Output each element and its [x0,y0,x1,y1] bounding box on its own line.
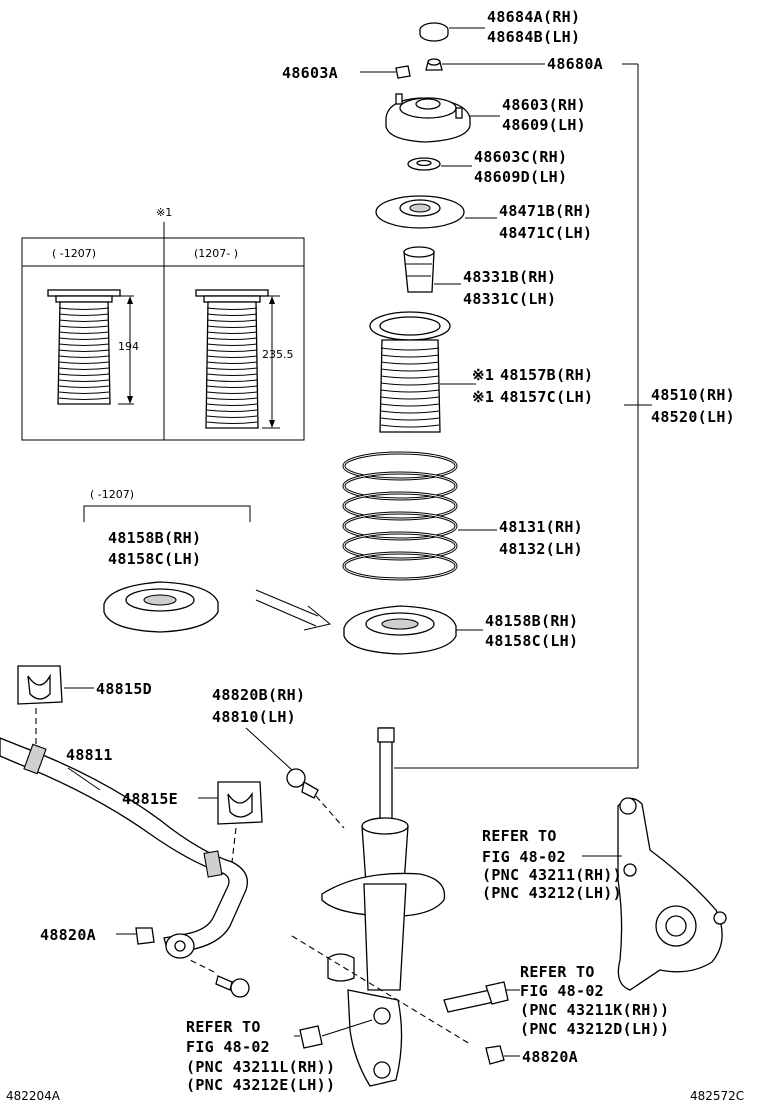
label-48684a: 48684A(RH) [487,8,580,26]
label-48603c: 48603C(RH) [474,148,567,166]
washer-48603c [407,157,441,171]
refer-knuckle-line4: (PNC 43212(LH)) [482,884,622,902]
dust-boot-48157 [369,311,451,433]
refer-bolt-lower-line1: REFER TO [186,1018,261,1036]
label-48158b-left: 48158B(RH) [108,529,201,547]
refer-bolt-upper-line2: FIG 48-02 [520,982,604,1000]
bolt-lower [299,1025,323,1049]
nut-48820a-right [485,1045,505,1065]
bolt-upper [443,981,509,1013]
insulator-48471 [375,195,465,229]
refer-bolt-upper-line1: REFER TO [520,963,595,981]
nut-48820a-left [135,927,155,945]
strut-mount-48603 [385,93,471,143]
refer-bolt-lower-line2: FIG 48-02 [186,1038,270,1056]
label-48471c: 48471C(LH) [499,224,592,242]
inset-frame [21,237,305,441]
label-48157-mark-1: ※1 [472,366,494,384]
inset-col-left: ( -1207) [52,247,96,260]
label-48810: 48810(LH) [212,708,296,726]
inset-col-right: (1207- ) [194,247,238,260]
refer-knuckle-line3: (PNC 43211(RH)) [482,866,622,884]
cap-48684 [419,22,449,42]
label-48158-range: ( -1207) [90,488,134,501]
label-48820a-left: 48820A [40,926,96,944]
nut-48680a [425,58,443,71]
inset-boot-old [47,289,121,405]
label-48820a-right: 48820A [522,1048,578,1066]
label-48815d: 48815D [96,680,152,698]
label-48609: 48609(LH) [502,116,586,134]
label-48520: 48520(LH) [651,408,735,426]
label-48331c: 48331C(LH) [463,290,556,308]
label-48510: 48510(RH) [651,386,735,404]
label-48331b: 48331B(RH) [463,268,556,286]
label-48157c: 48157C(LH) [500,388,593,406]
label-48131: 48131(RH) [499,518,583,536]
footer-code-right: 482572C [690,1089,744,1103]
label-48158c-right: 48158C(LH) [485,632,578,650]
bump-stopper-48331 [403,246,435,293]
bushing-48815e [217,781,263,825]
refer-knuckle-line1: REFER TO [482,827,557,845]
footer-code-left: 482204A [6,1089,61,1103]
bushing-48815d [17,665,63,705]
stabilizer-bar-48811 [0,737,249,959]
label-48815e: 48815E [122,790,178,808]
shock-absorber-48510 [321,727,446,1087]
coil-spring-48131 [342,451,458,581]
inset-dim-right: 235.5 [262,348,294,361]
label-48603a: 48603A [282,64,338,82]
nut-48603a [395,65,411,79]
label-48811: 48811 [66,746,113,764]
label-48158c-left: 48158C(LH) [108,550,201,568]
refer-bolt-lower-line3: (PNC 43211L(RH)) [186,1058,335,1076]
label-48471b: 48471B(RH) [499,202,592,220]
refer-knuckle-line2: FIG 48-02 [482,848,566,866]
label-48157-mark-2: ※1 [472,388,494,406]
lower-insulator-48158-right [343,605,457,655]
inset-boot-new [195,289,269,429]
label-48603: 48603(RH) [502,96,586,114]
inset-dim-left: 194 [118,340,139,353]
label-48680a: 48680A [547,55,603,73]
label-48684b: 48684B(LH) [487,28,580,46]
label-48157b: 48157B(RH) [500,366,593,384]
inset-mark: ※1 [156,206,172,219]
lower-insulator-48158-left [103,581,219,633]
refer-bolt-upper-line4: (PNC 43212D(LH)) [520,1020,669,1038]
label-48132: 48132(LH) [499,540,583,558]
steering-knuckle [617,797,727,991]
label-48609d: 48609D(LH) [474,168,567,186]
label-48158b-right: 48158B(RH) [485,612,578,630]
refer-bolt-lower-line4: (PNC 43212E(LH)) [186,1076,335,1094]
label-48820b: 48820B(RH) [212,686,305,704]
refer-bolt-upper-line3: (PNC 43211K(RH)) [520,1001,669,1019]
stabilizer-link-48820b [215,768,319,998]
